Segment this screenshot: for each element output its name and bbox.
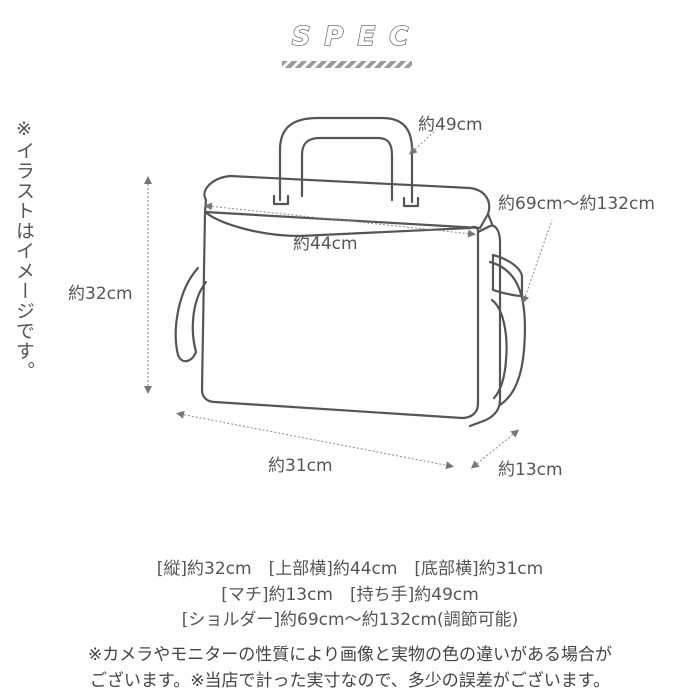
label-handle: 約49cm bbox=[418, 115, 483, 135]
bag-top-panel bbox=[203, 174, 491, 230]
label-gusset: 約13cm bbox=[498, 460, 563, 480]
dim-line-shoulder bbox=[521, 219, 553, 304]
spec-line-2: [マチ]約13cm [持ち手]約49cm bbox=[221, 585, 479, 605]
dim-line-top-width bbox=[204, 202, 476, 238]
illustration-note: ※イラストはイメージです。 bbox=[13, 118, 35, 381]
spec-line-3: [ショルダー]約69cm〜約132cm(調節可能) bbox=[181, 610, 519, 630]
color-note-line-1: ※カメラやモニターの性質により画像と実物の色の違いがある場合が bbox=[88, 645, 612, 665]
dim-line-handle bbox=[409, 129, 437, 155]
bag-handle bbox=[278, 116, 414, 204]
label-bottom-width: 約31cm bbox=[268, 456, 333, 476]
bag-side-gusset bbox=[468, 224, 502, 428]
dim-line-gusset bbox=[470, 429, 520, 469]
label-top-width: 約44cm bbox=[293, 234, 358, 254]
label-height: 約32cm bbox=[68, 284, 133, 304]
spec-line-1: [縦]約32cm [上部横]約44cm [底部横]約31cm bbox=[156, 559, 544, 579]
label-shoulder: 約69cm〜約132cm bbox=[498, 194, 655, 214]
spec-title: SPEC bbox=[291, 21, 423, 52]
title-underline-stripe bbox=[282, 61, 412, 68]
color-note-line-2: ございます。※当店で計った実寸なので、多少の誤差がございます。 bbox=[89, 671, 611, 691]
shoulder-strap bbox=[174, 266, 208, 363]
dim-line-bottom-width bbox=[176, 410, 454, 470]
